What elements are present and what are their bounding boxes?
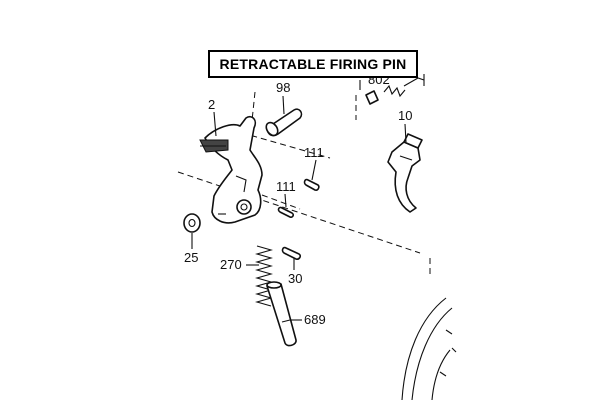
- spring-part: [254, 245, 274, 307]
- leader-line-plunger: [282, 95, 285, 115]
- hammer-pivot-hole: [236, 199, 252, 215]
- hammer-part: [199, 115, 263, 224]
- leader-line-hammer: [213, 111, 217, 137]
- callout-sear: 10: [398, 108, 412, 123]
- callout-hammer: 2: [208, 97, 215, 112]
- stop-pin-part: [281, 246, 302, 260]
- leader-line-pin-lower: [284, 193, 287, 208]
- pin-lower-part: [277, 206, 295, 218]
- leader-line-sear: [404, 123, 407, 143]
- callout-bushing: 25: [184, 250, 198, 265]
- plunger-part: [265, 108, 303, 137]
- diagram-title: RETRACTABLE FIRING PIN: [219, 56, 407, 72]
- callout-spring: 270: [220, 257, 242, 272]
- pin-axis-line-lower: [261, 194, 301, 210]
- sear-part: [387, 133, 423, 213]
- callout-pin-lower: 111: [276, 179, 296, 194]
- callout-plunger: 98: [276, 80, 290, 95]
- pin-axis-line-upper: [231, 129, 331, 159]
- upper-right-partial-parts: [359, 74, 425, 105]
- pin-upper-part: [303, 178, 320, 191]
- bushing-part: [183, 213, 201, 233]
- firing-pin-rod-part: [266, 281, 297, 347]
- callout-pin-upper: 111: [304, 145, 324, 160]
- assembly-axis-line: [177, 171, 421, 254]
- frame-outline: [401, 258, 457, 400]
- leader-line-pin-upper: [311, 159, 317, 181]
- title-banner: RETRACTABLE FIRING PIN: [208, 50, 418, 78]
- callout-firing-pin-rod: 689: [304, 312, 326, 327]
- callout-stop-pin: 30: [288, 271, 302, 286]
